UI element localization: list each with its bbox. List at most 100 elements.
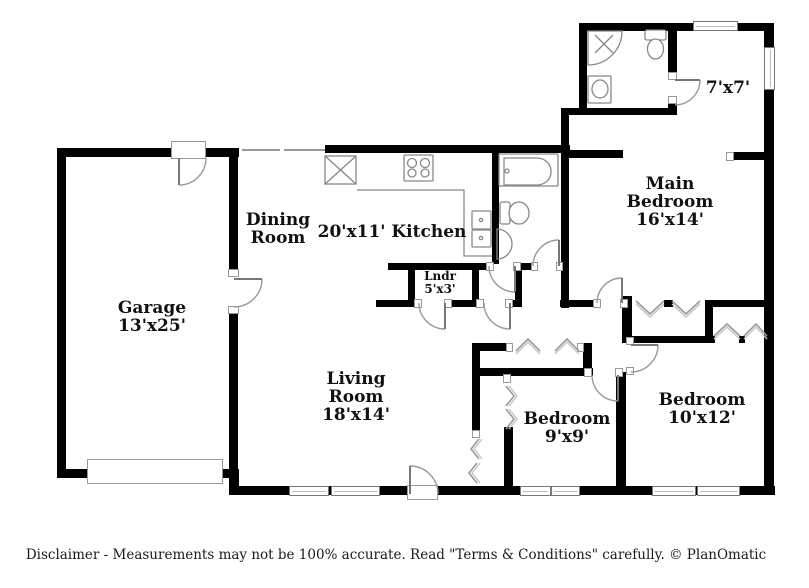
kitchen-sink-dot1-icon bbox=[478, 217, 484, 223]
wall bbox=[583, 343, 592, 376]
wall bbox=[205, 148, 239, 157]
room-label-line: 13'x25' bbox=[118, 316, 186, 336]
wall bbox=[569, 150, 623, 158]
wall bbox=[229, 157, 238, 271]
wall bbox=[616, 372, 626, 487]
window-glass-line bbox=[700, 491, 737, 492]
bathtub-icon bbox=[498, 153, 559, 187]
wall bbox=[668, 23, 677, 73]
wall bbox=[737, 23, 774, 31]
room-label-line: 5'x3' bbox=[424, 282, 456, 296]
door-jamb bbox=[503, 374, 511, 383]
closet-bifold-icon bbox=[671, 300, 701, 316]
wall bbox=[664, 300, 673, 307]
closet-bifold-icon bbox=[515, 341, 541, 355]
wall bbox=[448, 300, 473, 307]
window bbox=[520, 486, 551, 496]
window-glass-line bbox=[769, 50, 771, 87]
bedroom-9x9-door-swing bbox=[591, 374, 619, 402]
kitchen-counter-icon bbox=[357, 189, 492, 257]
garage-top-door-swing bbox=[178, 157, 207, 186]
main-bedroom-door-swing bbox=[596, 277, 623, 304]
wall bbox=[472, 263, 479, 307]
room-label-line: 16'x14' bbox=[636, 210, 704, 230]
door-jamb bbox=[228, 269, 239, 277]
door-jamb bbox=[626, 367, 634, 375]
door-jamb bbox=[726, 152, 734, 161]
laundry-door-swing bbox=[418, 302, 446, 330]
closet-bifold-icon bbox=[554, 337, 580, 352]
wall bbox=[579, 23, 694, 31]
closet-bifold-icon bbox=[713, 322, 741, 337]
wall bbox=[57, 148, 66, 478]
bathtub-inner-icon bbox=[503, 157, 552, 186]
room-label-line: 7'x7' bbox=[705, 78, 751, 98]
door-jamb bbox=[584, 368, 592, 377]
wall bbox=[229, 313, 238, 470]
kitchen-sink-dot2-icon bbox=[478, 235, 484, 241]
wall bbox=[739, 336, 745, 343]
wall bbox=[622, 336, 712, 343]
door-jamb bbox=[626, 337, 634, 345]
wall bbox=[57, 148, 173, 157]
closet-bifold-icon bbox=[743, 325, 768, 340]
window bbox=[764, 47, 775, 90]
wall bbox=[764, 89, 774, 495]
closet-bifold-icon bbox=[508, 385, 518, 407]
room-label-line: Bedroom bbox=[523, 409, 611, 429]
door-jamb bbox=[577, 343, 584, 352]
toilet-main-bowl-icon bbox=[646, 38, 665, 60]
burner2-icon bbox=[419, 157, 431, 169]
wall bbox=[561, 108, 569, 308]
hall-door-a-swing bbox=[488, 265, 516, 293]
closet-bifold-icon bbox=[471, 462, 481, 484]
room-label-line: Room bbox=[328, 387, 384, 407]
room-label-line: Room bbox=[250, 228, 306, 248]
window-glass-line bbox=[554, 491, 577, 492]
bathtub-faucet-icon bbox=[504, 168, 510, 174]
wall bbox=[504, 427, 513, 487]
wall bbox=[694, 486, 698, 495]
door-threshold bbox=[171, 141, 206, 159]
wall bbox=[472, 343, 509, 351]
wall bbox=[388, 263, 494, 270]
window-glass-line bbox=[523, 491, 548, 492]
wall bbox=[379, 486, 408, 495]
window bbox=[551, 486, 580, 496]
door-jamb bbox=[506, 343, 513, 352]
burner4-icon bbox=[420, 168, 430, 178]
main-bath-door-swing bbox=[674, 79, 701, 106]
wall bbox=[705, 300, 766, 307]
corner-shower-icon bbox=[587, 30, 623, 66]
room-label-line: 9'x9' bbox=[544, 427, 590, 447]
wall bbox=[705, 336, 715, 343]
wall bbox=[514, 263, 535, 270]
closet-bifold-icon bbox=[743, 322, 768, 337]
room-label-line: Bedroom bbox=[626, 192, 714, 212]
closet-bifold-icon bbox=[671, 303, 701, 318]
wall bbox=[472, 343, 480, 438]
wall bbox=[57, 469, 88, 478]
wall bbox=[229, 469, 239, 495]
door-jamb bbox=[531, 262, 538, 271]
door-jamb bbox=[228, 306, 239, 314]
window-glass-line bbox=[334, 491, 377, 492]
door-jamb bbox=[414, 299, 422, 308]
wall bbox=[622, 296, 632, 339]
window bbox=[331, 486, 380, 496]
wall bbox=[561, 108, 676, 115]
wall bbox=[729, 152, 766, 160]
wall bbox=[579, 23, 587, 109]
door-jamb bbox=[620, 299, 628, 308]
window bbox=[693, 21, 738, 31]
door-jamb bbox=[472, 430, 480, 438]
window-glass-line bbox=[655, 491, 693, 492]
garage-side-door-swing bbox=[233, 278, 263, 308]
room-label-line: Garage bbox=[117, 298, 187, 318]
door-jamb bbox=[513, 262, 521, 271]
hall-door-b-swing bbox=[483, 302, 511, 330]
